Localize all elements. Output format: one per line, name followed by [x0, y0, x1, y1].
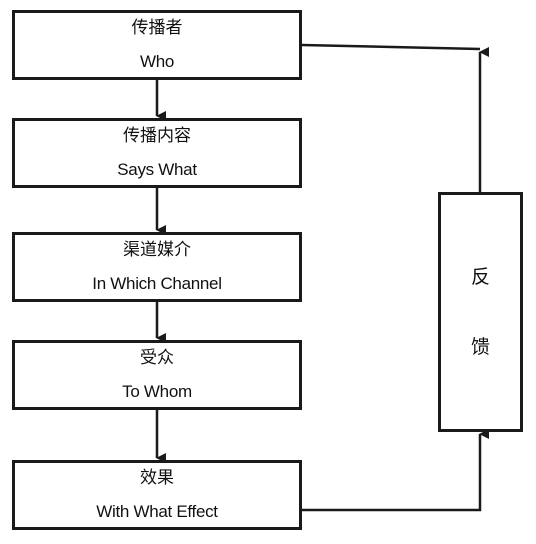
stage-says-what-en: Says What — [117, 160, 197, 179]
feedback-box: 反 馈 — [438, 192, 523, 432]
stage-effect-zh: 效果 — [140, 468, 174, 488]
stage-who-en: Who — [139, 52, 175, 71]
feedback-char-2: 馈 — [470, 336, 490, 358]
stage-effect-en: With What Effect — [96, 502, 218, 521]
stage-channel-box: 渠道媒介 In Which Channel — [12, 232, 302, 302]
feedback-char-1: 反 — [470, 266, 490, 288]
stage-to-whom-box: 受众 To Whom — [12, 340, 302, 410]
stage-effect-box: 效果 With What Effect — [12, 460, 302, 530]
stage-to-whom-en: To Whom — [122, 382, 192, 401]
stage-who-box: 传播者 Who — [12, 10, 302, 80]
stage-who-zh: 传播者 — [131, 18, 183, 38]
feedback-line-to-who — [301, 43, 481, 51]
stage-channel-en: In Which Channel — [92, 274, 222, 293]
stage-to-whom-zh: 受众 — [140, 348, 174, 368]
feedback-line-from-effect — [302, 429, 489, 512]
stage-says-what-zh: 传播内容 — [123, 126, 191, 146]
stage-says-what-box: 传播内容 Says What — [12, 118, 302, 188]
stage-channel-zh: 渠道媒介 — [123, 240, 191, 260]
